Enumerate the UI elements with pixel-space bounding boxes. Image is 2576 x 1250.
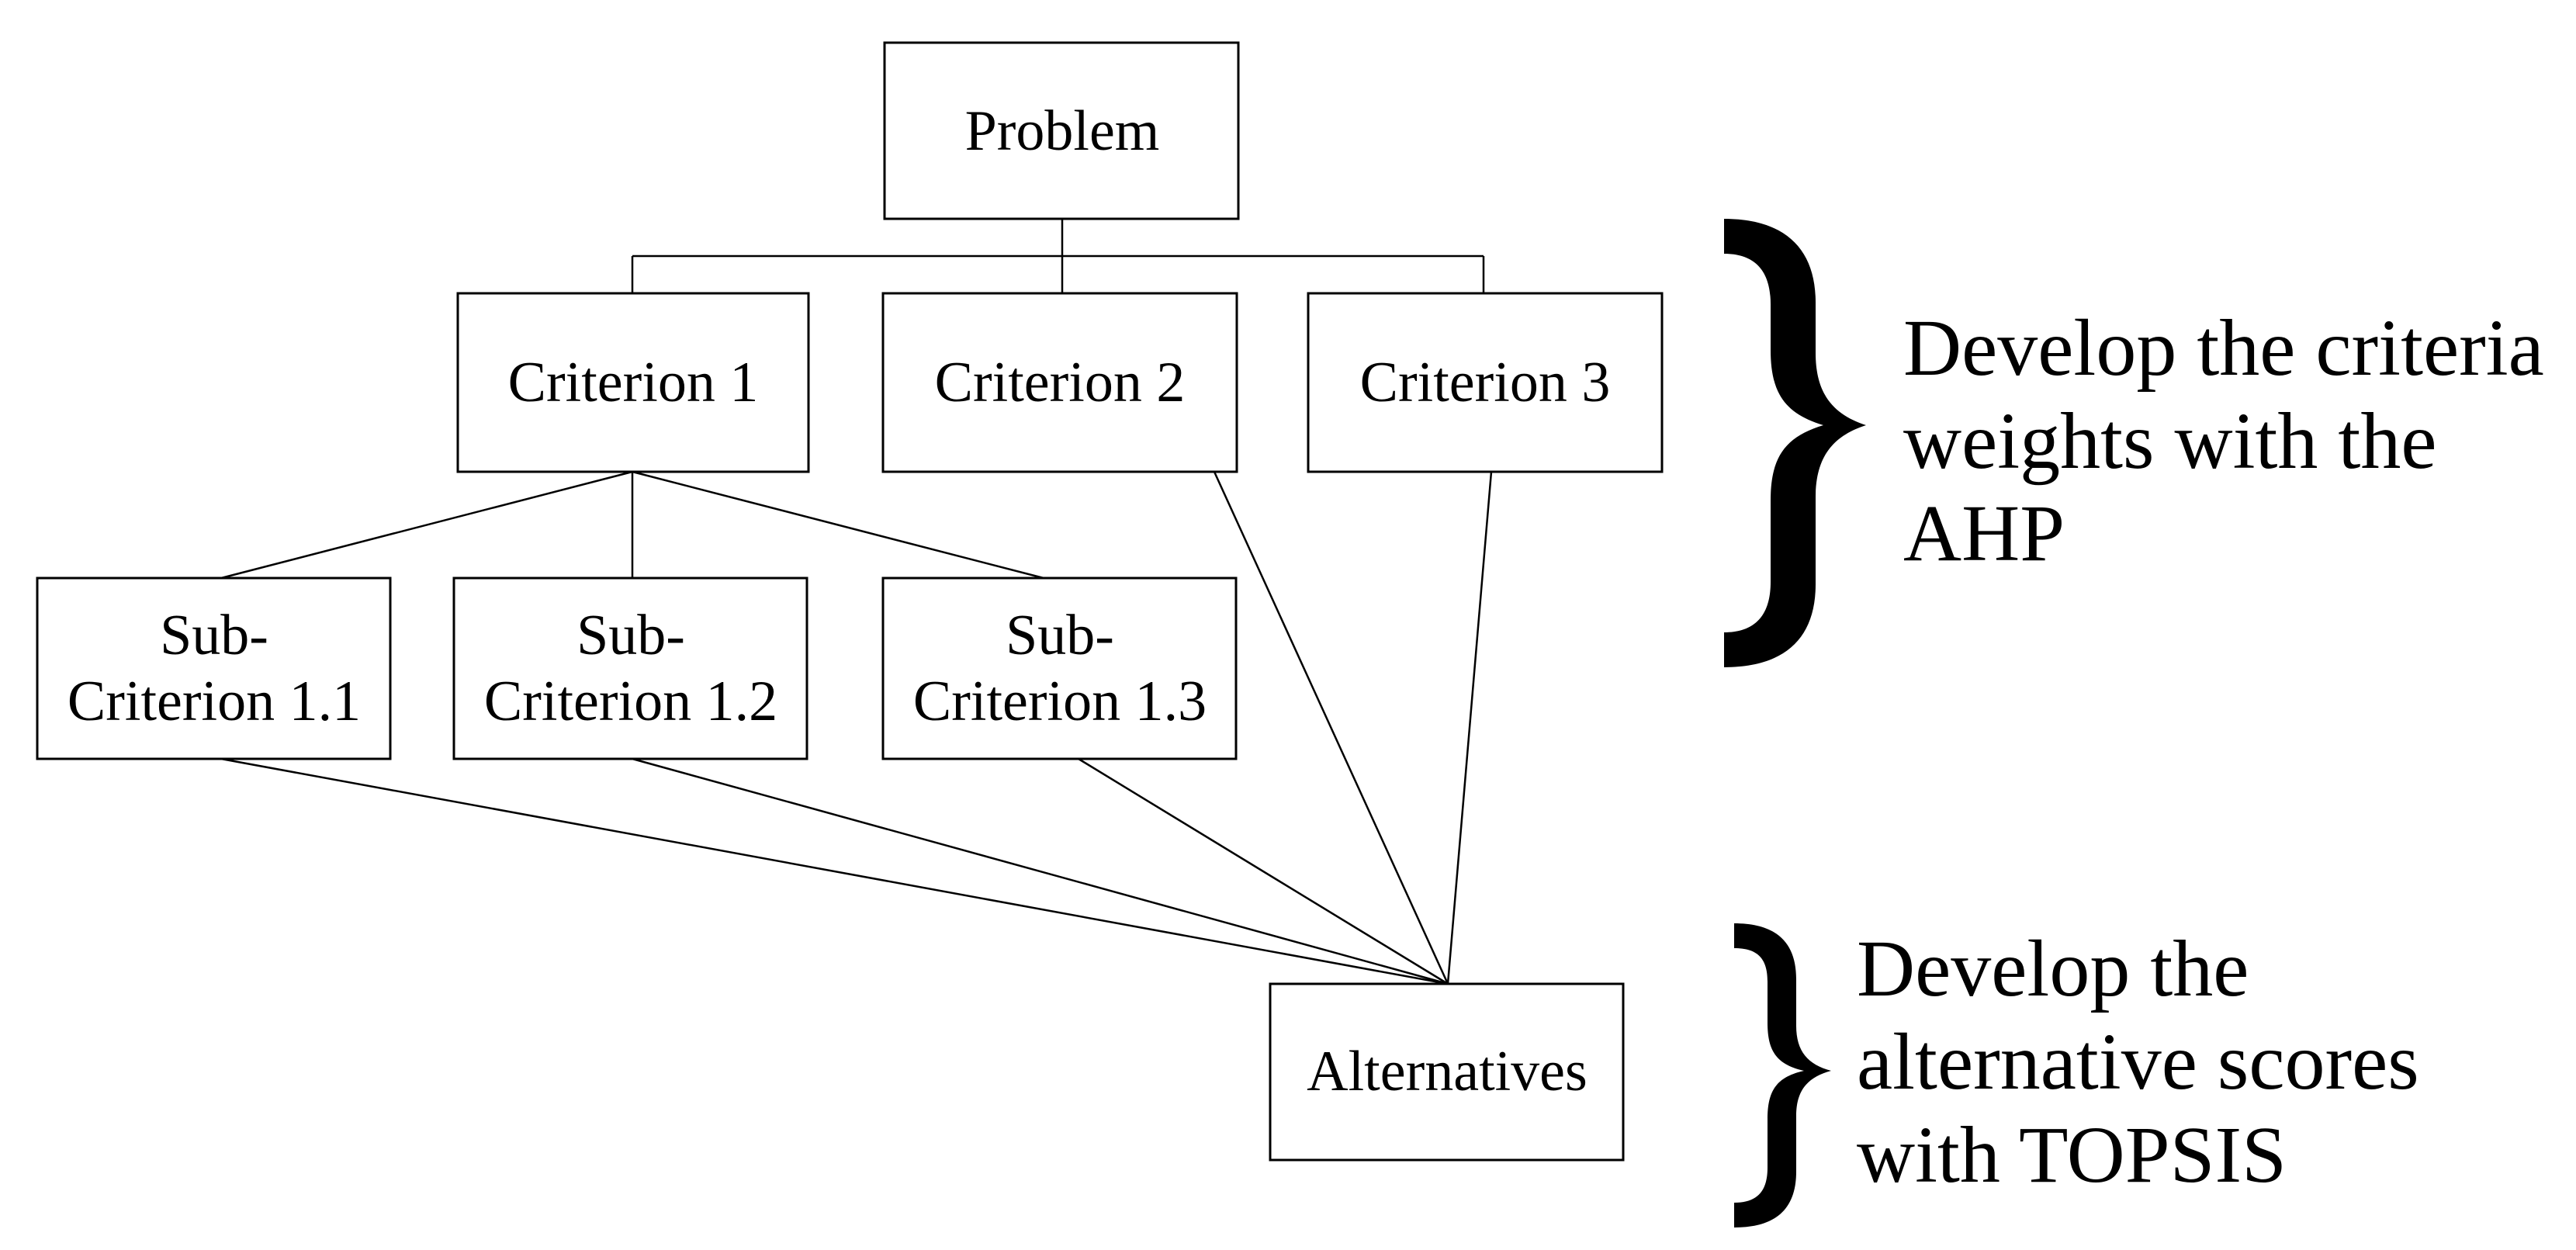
connector-criterion-2-to-alternatives [1213, 471, 1449, 985]
annotation-topsis-line-1: Develop the [1857, 924, 2249, 1013]
connector-sub-1-1-to-alternatives [220, 757, 1449, 985]
annotation-topsis-line-2: alternative scores [1857, 1017, 2419, 1106]
annotation-topsis: Develop the alternative scores with TOPS… [1857, 924, 2419, 1200]
annotation-ahp-line-3: AHP [1903, 489, 2065, 578]
node-sub-criterion-1-1-line-1: Sub- [160, 604, 268, 667]
connector-criterion-1-to-sub-1-1 [220, 470, 633, 580]
brace-ahp-icon [1724, 219, 1866, 667]
node-sub-criterion-1-2-line-1: Sub- [576, 604, 685, 667]
annotation-ahp: Develop the criteria weights with the AH… [1903, 303, 2544, 578]
node-sub-criterion-1-1-line-2: Criterion 1.1 [68, 670, 361, 733]
node-criterion-1-label: Criterion 1 [508, 351, 759, 414]
connector-criterion-3-to-alternatives [1446, 471, 1493, 985]
node-sub-criterion-1-3-line-1: Sub- [1006, 604, 1114, 667]
node-criterion-3-label: Criterion 3 [1360, 351, 1611, 414]
node-criterion-2: Criterion 2 [881, 292, 1238, 473]
node-criterion-3: Criterion 3 [1307, 292, 1664, 473]
node-sub-criterion-1-2: Sub- Criterion 1.2 [452, 577, 808, 760]
connectors [220, 219, 1493, 985]
node-sub-criterion-1-3: Sub- Criterion 1.3 [881, 577, 1238, 760]
node-criterion-2-label: Criterion 2 [935, 351, 1186, 414]
node-criterion-1: Criterion 1 [456, 292, 810, 473]
connector-sub-1-3-to-alternatives [1078, 757, 1449, 985]
connector-criterion-1-to-sub-1-3 [632, 470, 1044, 580]
node-alternatives: Alternatives [1269, 982, 1625, 1162]
annotation-ahp-line-2: weights with the [1903, 396, 2436, 486]
node-problem-label: Problem [965, 99, 1160, 163]
brace-topsis-icon [1734, 923, 1831, 1227]
connector-sub-1-2-to-alternatives [632, 757, 1449, 985]
node-sub-criterion-1-1: Sub- Criterion 1.1 [36, 577, 392, 760]
node-sub-criterion-1-2-line-2: Criterion 1.2 [484, 670, 777, 733]
annotation-ahp-line-1: Develop the criteria [1903, 303, 2544, 393]
annotation-topsis-line-3: with TOPSIS [1857, 1110, 2287, 1200]
node-problem: Problem [883, 41, 1240, 220]
node-sub-criterion-1-3-line-2: Criterion 1.3 [913, 670, 1207, 733]
node-alternatives-label: Alternatives [1307, 1040, 1587, 1103]
